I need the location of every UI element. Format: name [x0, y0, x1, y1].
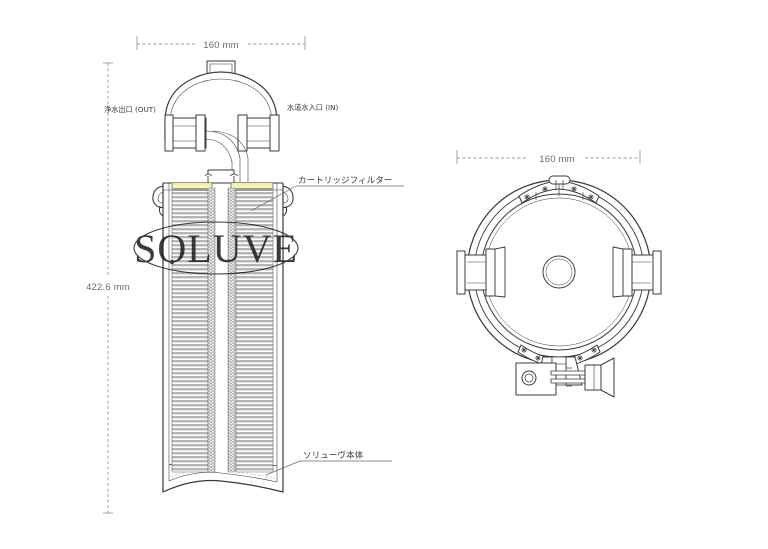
- annotation-inlet-label: 水道水入口 (IN): [287, 103, 339, 112]
- annotation-outlet-label: 浄水出口 (OUT): [104, 105, 156, 114]
- dimension-front-width: 160 mm: [136, 36, 306, 51]
- annotation-body: ソリューヴ本体: [265, 449, 392, 476]
- dimension-front-height: 422.6 mm: [86, 62, 130, 514]
- inlet-port: [237, 114, 280, 152]
- center-vent-boss-inner: [545, 258, 573, 286]
- leader-line-body: [265, 460, 301, 476]
- vessel-body-inner-wall: [168, 183, 278, 483]
- annotation-cartridge-label: カートリッジフィルター: [298, 175, 392, 186]
- top-view-port-left: [456, 246, 506, 298]
- center-channel: [215, 188, 228, 472]
- closure-bolt-assembly: [515, 356, 615, 398]
- top-plan-view: [456, 175, 662, 398]
- dimension-top-width: 160 mm: [456, 150, 641, 165]
- dimension-label-front-height: 422.6 mm: [86, 282, 130, 293]
- annotation-inlet: 水道水入口 (IN): [287, 103, 339, 112]
- watermark-text: SOLUVE: [134, 226, 298, 271]
- vessel-dome-inner: [169, 78, 273, 139]
- watermark-ellipse: [133, 221, 299, 275]
- watermark-dot: [169, 259, 175, 265]
- front-section-view: [152, 60, 294, 493]
- top-view-port-right: [612, 246, 662, 298]
- filter-media-right: [235, 189, 274, 473]
- hinge-bolts: [524, 186, 594, 200]
- outlet-port: [164, 114, 207, 152]
- lug-bolts: [521, 347, 597, 361]
- hinge-eyelet: [548, 175, 571, 185]
- nut-body: [584, 364, 602, 391]
- center-vent-boss: [542, 255, 576, 289]
- dimension-label-top-width: 160 mm: [539, 154, 575, 165]
- break-line-hatch: [170, 469, 276, 479]
- wing-handle: [600, 357, 615, 398]
- clamp-latch-left: [152, 185, 166, 217]
- annotation-cartridge: カートリッジフィルター: [250, 175, 404, 212]
- bolt-shaft-lower: [550, 378, 586, 384]
- dimension-label-front-width: 160 mm: [203, 40, 239, 51]
- annotation-outlet: 浄水出口 (OUT): [104, 105, 156, 114]
- leader-line-cartridge: [250, 185, 297, 212]
- filter-media-left: [171, 189, 209, 473]
- annotation-body-label: ソリューヴ本体: [303, 449, 364, 461]
- clamp-hinge-top: [518, 175, 600, 204]
- cartridge-filter-assembly: [171, 183, 274, 473]
- bolt-shaft-upper: [550, 370, 586, 376]
- watermark: SOLUVE: [133, 221, 299, 275]
